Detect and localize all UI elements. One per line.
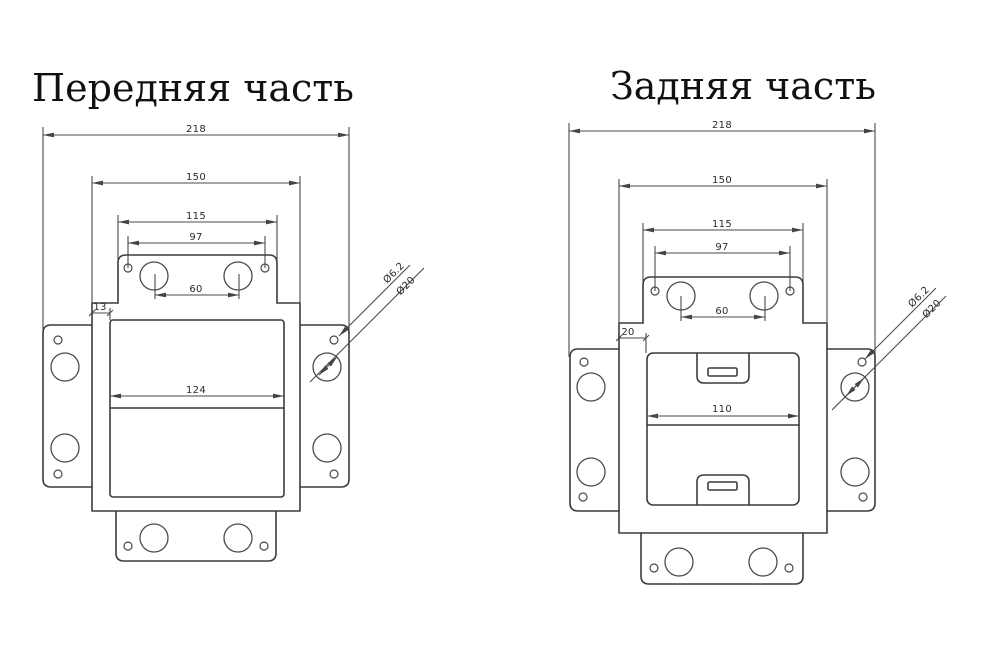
back-bottom-tab: [640, 532, 804, 585]
back-bottom-latch: [696, 474, 750, 506]
back-top-latch: [696, 352, 750, 384]
front-top-tab: [117, 254, 278, 304]
front-dim-hole-spacing: 97: [189, 232, 202, 243]
back-top-latch-slot: [707, 367, 738, 377]
front-dim-circle-spacing: 60: [189, 284, 202, 295]
front-extension-lines: [42, 127, 350, 333]
front-frame-square: [91, 302, 301, 512]
front-dim-frame: 150: [186, 172, 206, 183]
back-top-tab: [642, 276, 804, 324]
front-left-wing: [42, 324, 93, 488]
back-leaders: Ø6.2 Ø20: [831, 284, 947, 411]
back-dim-circle-spacing: 60: [715, 306, 728, 317]
front-dim-overall: 218: [186, 124, 206, 135]
back-bottom-latch-slot: [707, 481, 738, 491]
front-holes: [50, 261, 342, 553]
back-dim-window: 110: [712, 404, 732, 415]
back-dim-offset: 20: [621, 327, 634, 338]
back-dim-overall: 218: [712, 120, 732, 131]
back-window: [646, 352, 800, 506]
back-right-wing: [826, 348, 876, 512]
back-dim-frame: 150: [712, 175, 732, 186]
front-bottom-tab: [115, 510, 277, 562]
back-dim-tab: 115: [712, 219, 732, 230]
back-extension-lines: [568, 123, 876, 357]
front-leaders: Ø6.2 Ø20: [309, 260, 425, 383]
front-dim-tab: 115: [186, 211, 206, 222]
back-frame-square: [618, 322, 828, 534]
front-view: Передняя часть: [32, 66, 425, 562]
back-dimension-lines: [569, 128, 875, 419]
back-holes: [576, 281, 870, 577]
front-dim-offset: 13: [93, 302, 106, 313]
front-dimension-lines: [43, 132, 349, 399]
back-view: Задняя часть: [568, 64, 947, 585]
back-title: Задняя часть: [610, 64, 876, 108]
front-title: Передняя часть: [32, 66, 354, 110]
back-left-wing: [569, 348, 620, 512]
back-outline: [569, 276, 876, 585]
back-dim-hole-spacing: 97: [715, 242, 728, 253]
front-dim-window: 124: [186, 385, 206, 396]
front-outline: [42, 254, 350, 562]
front-right-wing: [299, 324, 350, 488]
